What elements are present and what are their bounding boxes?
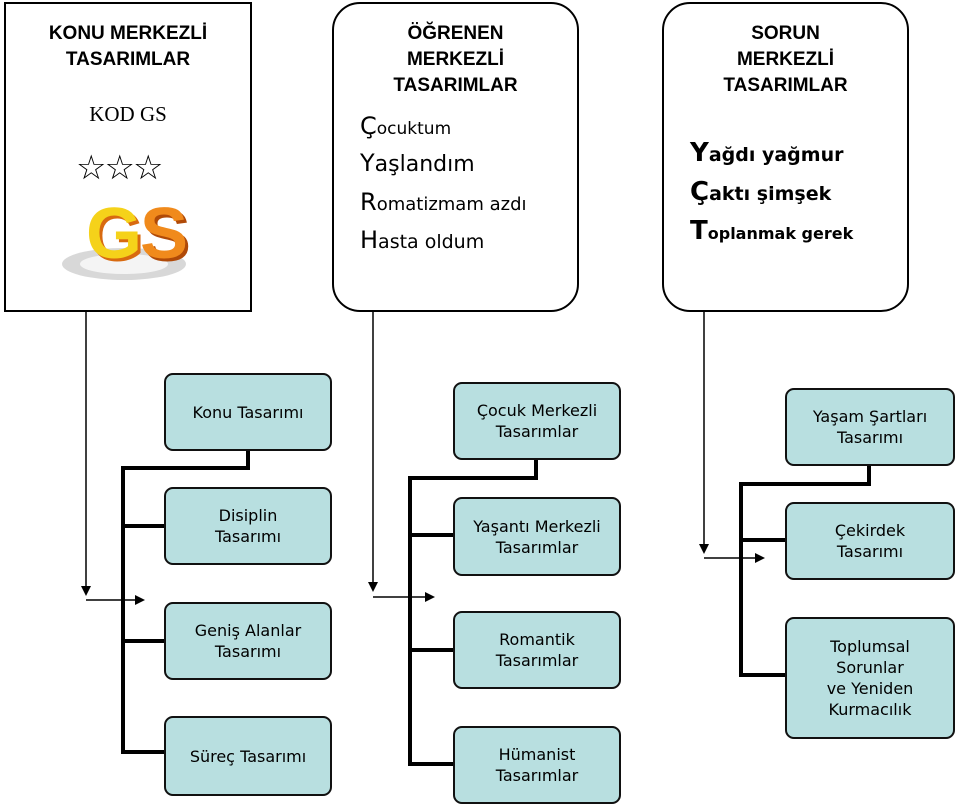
sorun-merkezli-title: SORUN MERKEZLİ TASARIMLAR bbox=[723, 23, 848, 96]
sorun-line-3: Toplanmak gerek bbox=[690, 216, 854, 246]
sorun-line-1: Yağdı yağmur bbox=[690, 138, 844, 168]
disiplin-tasarimi-node: Disiplin Tasarımı bbox=[164, 487, 332, 565]
konu-tasarimi-node: Konu Tasarımı bbox=[164, 373, 332, 451]
surec-tasarimi-node: Süreç Tasarımı bbox=[164, 716, 332, 796]
cocuk-merkezli-node: Çocuk Merkezli Tasarımlar bbox=[453, 382, 621, 460]
konu-merkezli-box: KONU MERKEZLİ TASARIMLAR KOD GS ☆☆☆ G S bbox=[4, 2, 252, 312]
logo-shadow-icon bbox=[62, 248, 186, 280]
sorun-line-2: Çaktı şimşek bbox=[690, 177, 832, 207]
sorun-tree bbox=[739, 463, 871, 677]
ogrenen-line-4: Hasta oldum bbox=[360, 226, 485, 254]
logo-letter-s: S bbox=[140, 194, 189, 274]
ogrenen-merkezli-title: ÖĞRENEN MERKEZLİ TASARIMLAR bbox=[393, 23, 518, 96]
konu-merkezli-title: KONU MERKEZLİ TASARIMLAR bbox=[48, 23, 208, 70]
cekirdek-node: Çekirdek Tasarımı bbox=[785, 502, 955, 580]
romantik-node: Romantik Tasarımlar bbox=[453, 611, 621, 689]
ogrenen-tree bbox=[408, 458, 538, 766]
yasam-sartlari-node: Yaşam Şartları Tasarımı bbox=[785, 388, 955, 466]
genis-alanlar-node: Geniş Alanlar Tasarımı bbox=[164, 602, 332, 680]
gs-logo: G S bbox=[54, 194, 194, 289]
toplumsal-sorunlar-node: Toplumsal Sorunlar ve Yeniden Kurmacılık bbox=[785, 617, 955, 739]
ogrenen-line-1: Çocuktum bbox=[360, 112, 452, 140]
ogrenen-line-2: Yaşlandım bbox=[360, 149, 475, 177]
konu-tree bbox=[121, 448, 250, 754]
sorun-merkezli-box: SORUN MERKEZLİ TASARIMLAR Yağdı yağmur Ç… bbox=[662, 2, 909, 312]
kod-gs-label: KOD GS bbox=[89, 102, 167, 126]
ogrenen-merkezli-box: ÖĞRENEN MERKEZLİ TASARIMLAR Çocuktum Yaş… bbox=[332, 2, 579, 312]
yasanti-merkezli-node: Yaşantı Merkezli Tasarımlar bbox=[453, 497, 621, 576]
stars-icon: ☆☆☆ bbox=[76, 148, 163, 188]
logo-letter-g: G bbox=[86, 194, 143, 274]
ogrenen-line-3: Romatizmam azdı bbox=[360, 188, 527, 216]
humanist-node: Hümanist Tasarımlar bbox=[453, 726, 621, 804]
